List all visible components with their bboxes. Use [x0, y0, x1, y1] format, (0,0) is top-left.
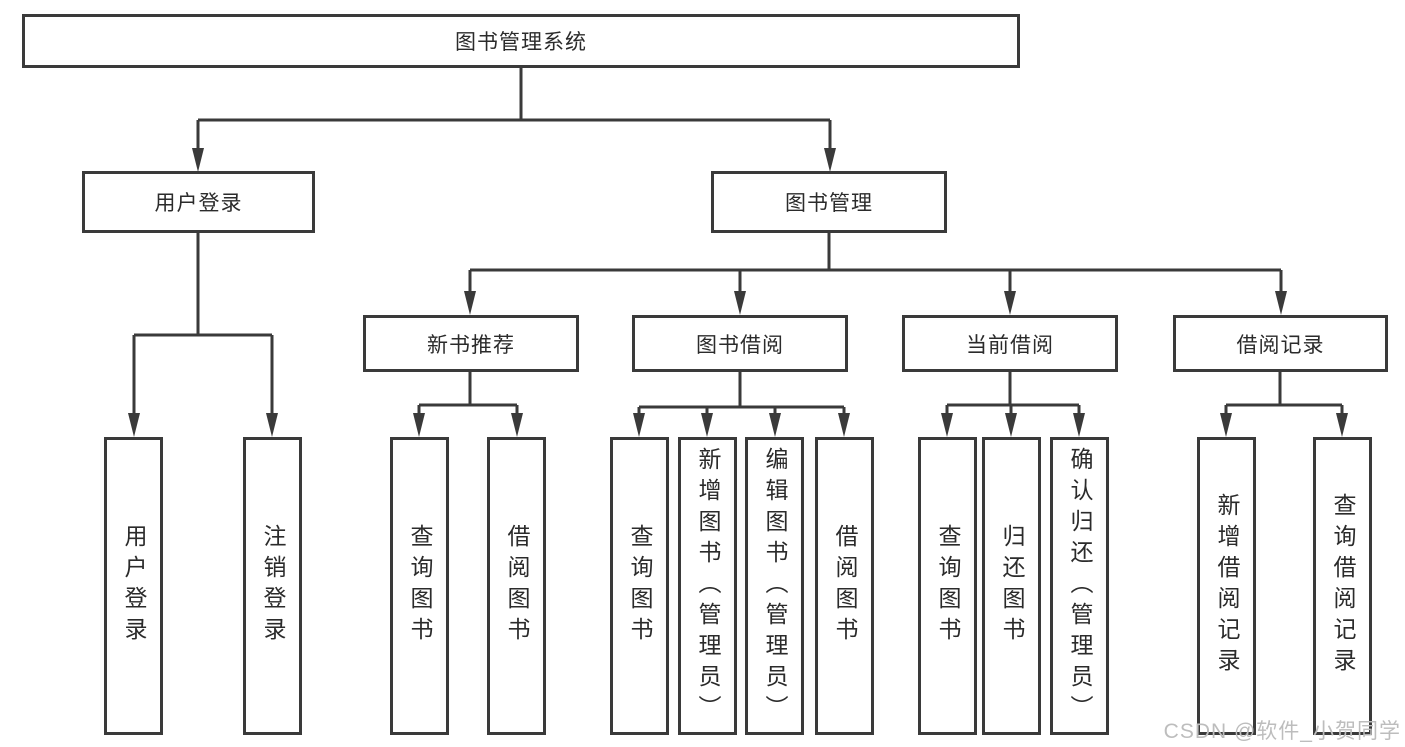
node-book-borrowing: 图书借阅 — [632, 315, 848, 372]
node-leaf-borrow-books: 借阅图书 — [815, 437, 874, 735]
node-borrowing-records: 借阅记录 — [1173, 315, 1388, 372]
leaf-label: 确认归还（管理员） — [1067, 446, 1093, 726]
leaf-label: 归还图书 — [999, 524, 1025, 648]
leaf-label: 编辑图书（管理员） — [762, 446, 788, 726]
leaf-label: 新增图书（管理员） — [695, 446, 721, 726]
leaf-label: 查询图书 — [407, 524, 433, 648]
node-leaf-add-book-admin: 新增图书（管理员） — [678, 437, 737, 735]
node-leaf-return-books: 归还图书 — [982, 437, 1041, 735]
node-leaf-query-books-current: 查询图书 — [918, 437, 977, 735]
leaf-label: 注销登录 — [260, 524, 286, 648]
node-leaf-add-borrow-record: 新增借阅记录 — [1197, 437, 1256, 735]
node-root: 图书管理系统 — [22, 14, 1020, 68]
leaf-label: 查询图书 — [627, 524, 653, 648]
node-current-borrowing: 当前借阅 — [902, 315, 1118, 372]
node-leaf-query-borrow-record: 查询借阅记录 — [1313, 437, 1372, 735]
leaf-label: 借阅图书 — [832, 524, 858, 648]
connector-borrowing-records-branch — [1220, 372, 1348, 437]
node-leaf-confirm-return-admin: 确认归还（管理员） — [1050, 437, 1109, 735]
node-leaf-logout: 注销登录 — [243, 437, 302, 735]
leaf-label: 用户登录 — [121, 524, 147, 648]
leaf-label: 查询借阅记录 — [1330, 493, 1356, 679]
node-leaf-edit-book-admin: 编辑图书（管理员） — [745, 437, 804, 735]
node-leaf-user-login: 用户登录 — [104, 437, 163, 735]
connector-current-borrowing-branch — [941, 372, 1085, 437]
connector-user-login-branch — [128, 233, 278, 437]
node-new-book-recommend: 新书推荐 — [363, 315, 579, 372]
leaf-label: 借阅图书 — [504, 524, 530, 648]
connector-book-management-branch — [464, 233, 1287, 315]
csdn-watermark: CSDN @软件_小贺同学 — [1163, 720, 1401, 743]
node-leaf-borrow-books-recommend: 借阅图书 — [487, 437, 546, 735]
connector-book-borrowing-branch — [633, 372, 850, 437]
connector-new-book-branch — [413, 372, 523, 437]
connector-root-branch — [192, 68, 836, 172]
node-leaf-query-books-borrowing: 查询图书 — [610, 437, 669, 735]
leaf-label: 新增借阅记录 — [1214, 493, 1240, 679]
node-user-login: 用户登录 — [82, 171, 315, 233]
node-leaf-query-books-recommend: 查询图书 — [390, 437, 449, 735]
node-book-management: 图书管理 — [711, 171, 947, 233]
leaf-label: 查询图书 — [935, 524, 961, 648]
